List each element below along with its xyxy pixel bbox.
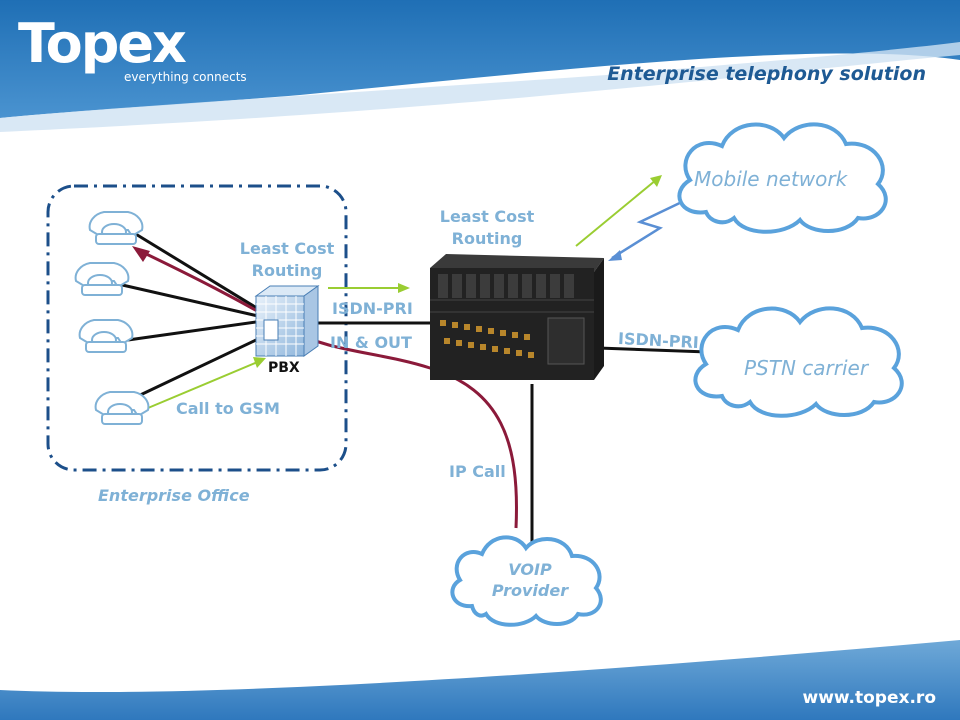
phone-lines [117, 231, 261, 399]
page-title: Enterprise telephony solution [607, 63, 926, 85]
telephone-icon [74, 262, 130, 296]
header-band [0, 0, 960, 118]
wireless-bolt-icon [611, 198, 687, 260]
isdn-pri-left-label: ISDN-PRI [332, 299, 413, 318]
ip-call-label: IP Call [449, 462, 506, 481]
mobile-network-label: Mobile network [694, 167, 848, 191]
pbx-label: PBX [268, 360, 300, 376]
green-arrows [147, 175, 662, 409]
pbx-icon [254, 285, 320, 357]
brand-logo: Topex [18, 12, 187, 75]
telephone-icon [88, 211, 144, 245]
footer-band [0, 640, 960, 720]
isdn-pri-right-label: ISDN-PRI [617, 328, 700, 353]
telephone-icon [94, 391, 150, 425]
ip-call-arrowhead [132, 246, 150, 262]
enterprise-office-boundary [46, 184, 348, 472]
gateway-rack-icon [430, 254, 604, 380]
pstn-carrier-label: PSTN carrier [744, 356, 869, 380]
enterprise-office-label: Enterprise Office [98, 486, 250, 505]
pstn-carrier-cloud [693, 306, 904, 418]
gateway-pstn-link [597, 346, 709, 354]
voip-provider-cloud [450, 535, 603, 627]
mobile-network-cloud [677, 122, 888, 234]
brand-tagline: everything connects [124, 70, 247, 84]
ip-call-path [137, 248, 518, 529]
call-to-gsm-label: Call to GSM [176, 399, 280, 418]
telephone-icon [78, 319, 134, 353]
header-swoosh [0, 42, 960, 132]
in-out-label: IN & OUT [330, 333, 412, 352]
footer-url[interactable]: www.topex.ro [802, 688, 936, 708]
